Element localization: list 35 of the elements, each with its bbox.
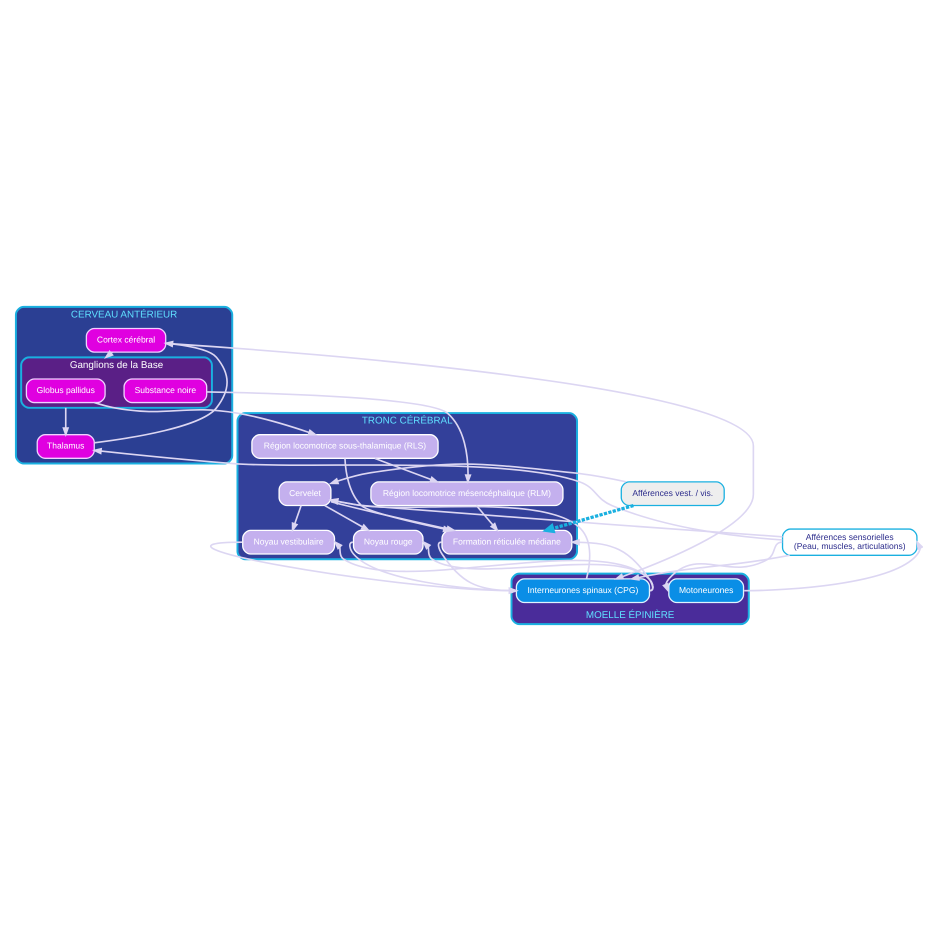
arrow <box>422 540 654 591</box>
arrow <box>476 504 499 532</box>
node-box: Région locomotrice mésencéphalique (RLM) <box>370 480 564 506</box>
node-box: Thalamus <box>36 434 95 458</box>
node-box: Formation réticulée médiane <box>441 529 572 554</box>
arrow <box>328 498 783 538</box>
arrow <box>206 390 472 484</box>
arrow <box>94 401 318 435</box>
node-box: Noyau vestibulaire <box>242 529 336 554</box>
arrow <box>744 539 923 592</box>
arrow <box>328 462 626 484</box>
arrow <box>210 540 519 594</box>
node-box: Noyau rouge <box>352 529 424 554</box>
node-box: Interneurones spinaux (CPG) <box>516 578 650 603</box>
arrow <box>542 503 634 533</box>
arrow <box>328 498 590 578</box>
arrow <box>292 504 302 532</box>
arrow <box>629 554 790 580</box>
arrow <box>333 540 654 591</box>
node-box: Afférences vest. / vis. <box>620 480 725 506</box>
arrow <box>349 540 519 594</box>
arrow <box>324 504 371 531</box>
arrow <box>570 538 654 591</box>
arrow <box>62 407 70 437</box>
node-box: Cervelet <box>278 480 332 506</box>
arrow <box>92 447 782 540</box>
arrow <box>662 540 782 592</box>
node-box: Globus pallidus <box>26 378 106 403</box>
node-box: Région locomotrice sous-thalamique (RLS) <box>251 434 439 458</box>
node-box: Substance noire <box>123 378 208 403</box>
arrow <box>374 457 440 482</box>
node-box: Motoneurones <box>668 578 744 603</box>
arrow <box>438 540 519 594</box>
node-box: Afférences sensorielles (Peau, muscles, articulations) <box>782 528 918 556</box>
arrow <box>94 340 228 444</box>
